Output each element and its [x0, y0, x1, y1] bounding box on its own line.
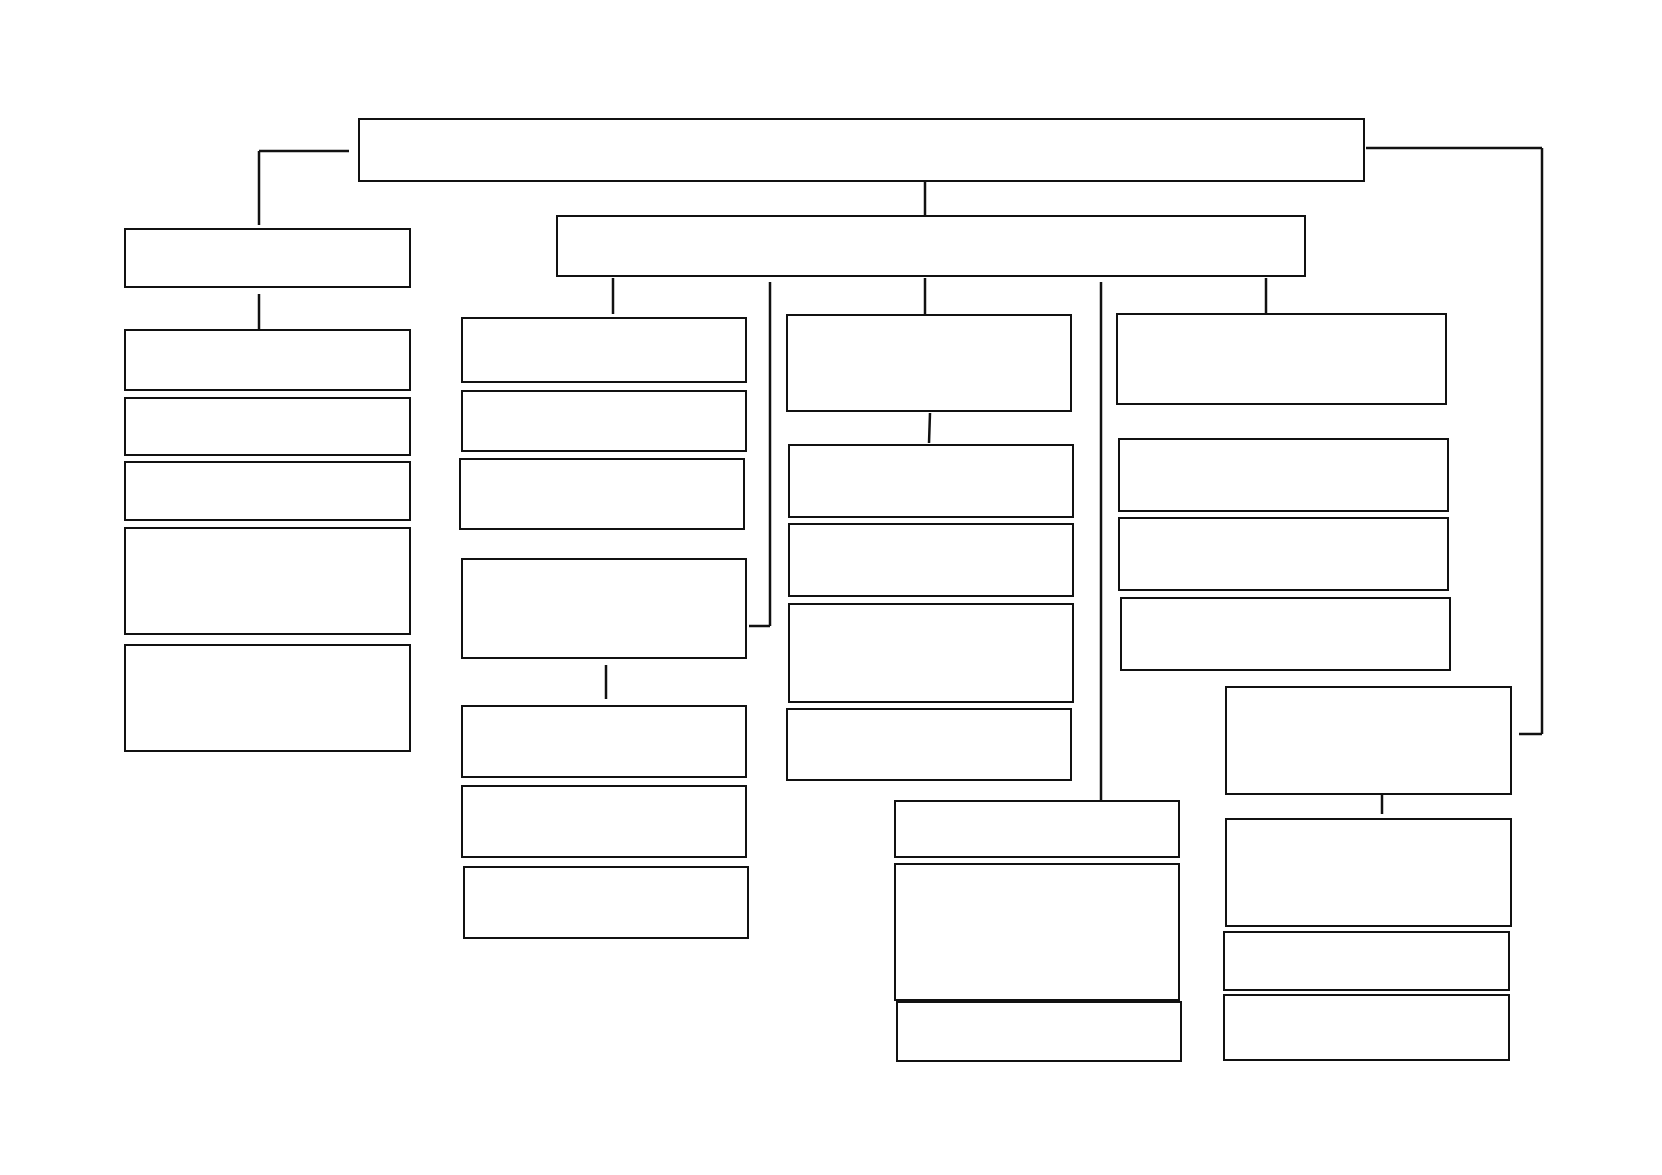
left-column-item	[124, 397, 411, 456]
column-c-header-label	[1274, 355, 1290, 363]
column-b-item	[786, 708, 1072, 781]
column-c-item	[1118, 438, 1449, 512]
bottom-middle-item	[896, 1001, 1182, 1062]
column-a-item	[459, 458, 745, 530]
connector-col-b-items	[927, 412, 932, 444]
column-a-item	[461, 317, 747, 383]
left-column-header	[124, 228, 411, 288]
column-c-item-label	[1278, 630, 1294, 638]
column-b-item-label	[923, 556, 939, 564]
column-a-item-label	[596, 605, 612, 613]
bottom-middle-item	[894, 800, 1180, 858]
column-a-sub-item	[463, 866, 749, 939]
column-a-sub-item-label	[596, 818, 612, 826]
bottom-middle-item-label	[1029, 825, 1045, 833]
main-branch-label	[923, 242, 939, 250]
column-c-header	[1116, 313, 1447, 405]
right-column-header-label	[1361, 737, 1377, 745]
right-column-item-label	[1361, 869, 1377, 877]
column-a-sub-item	[461, 785, 747, 858]
root-node-label	[854, 146, 870, 154]
left-column-item-label	[260, 487, 276, 495]
column-a-item	[461, 558, 747, 659]
column-b-item	[788, 603, 1074, 703]
column-c-item	[1118, 517, 1449, 591]
right-column-header	[1225, 686, 1512, 795]
column-c-item-label	[1276, 471, 1292, 479]
column-a-item-label	[596, 417, 612, 425]
column-b-item-label	[921, 741, 937, 749]
left-column-item	[124, 644, 411, 752]
column-b-item-label	[923, 649, 939, 657]
right-column-item-label	[1359, 1024, 1375, 1032]
left-column-item	[124, 329, 411, 391]
column-a-item-label	[596, 346, 612, 354]
column-b-item	[788, 444, 1074, 518]
column-a-sub-item	[461, 705, 747, 778]
column-c-item	[1120, 597, 1451, 671]
right-column-item	[1223, 931, 1510, 991]
bottom-middle-item-label	[1029, 928, 1045, 936]
column-a-item-label	[594, 490, 610, 498]
column-b-item-label	[923, 477, 939, 485]
right-column-item-label	[1359, 957, 1375, 965]
left-column-header-label	[260, 254, 276, 262]
root-node	[358, 118, 1365, 182]
column-a-sub-item-label	[596, 738, 612, 746]
column-c-item-label	[1276, 550, 1292, 558]
column-a-sub-item-label	[598, 899, 614, 907]
bottom-middle-item	[894, 863, 1180, 1001]
right-column-item	[1223, 994, 1510, 1061]
bottom-middle-item-label	[1031, 1028, 1047, 1036]
left-column-item	[124, 527, 411, 635]
left-column-item-label	[260, 356, 276, 364]
column-b-item	[788, 523, 1074, 597]
main-branch-node	[556, 215, 1306, 277]
left-column-item-label	[260, 694, 276, 702]
left-column-item-label	[260, 423, 276, 431]
right-column-item	[1225, 818, 1512, 927]
left-column-item-label	[260, 577, 276, 585]
column-b-header-label	[921, 359, 937, 367]
column-a-item	[461, 390, 747, 452]
left-column-item	[124, 461, 411, 521]
column-b-header	[786, 314, 1072, 412]
